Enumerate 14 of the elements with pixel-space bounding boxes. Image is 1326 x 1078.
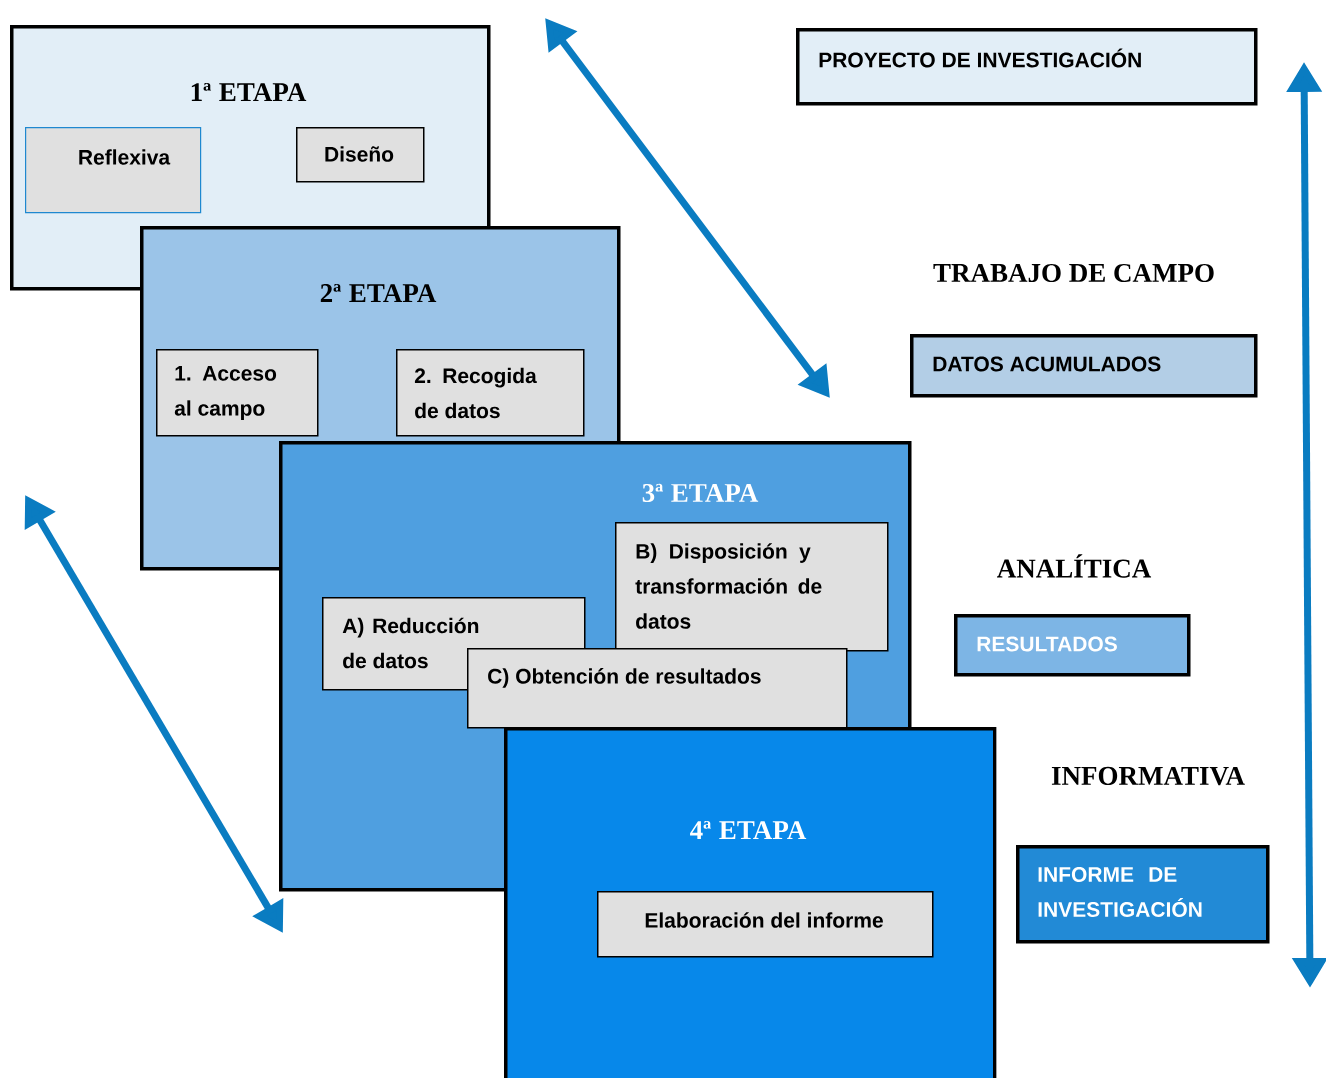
step-box: Diseño [296, 127, 425, 183]
step-box: B) Disposición y transformación de datos [615, 522, 889, 652]
phase-label: TRABAJO DE CAMPO [933, 263, 1214, 283]
step-box: Elaboración del informe [597, 891, 934, 958]
step-box: C) Obtención de resultados [467, 648, 848, 729]
result-box: RESULTADOS [954, 614, 1191, 677]
phase-label: INFORMATIVA [1051, 766, 1245, 786]
result-box: DATOS ACUMULADOS [910, 334, 1258, 398]
step-box: 2. Recogida de datos [396, 349, 585, 437]
step-box: 1. Acceso al campo [156, 349, 319, 437]
result-box: INFORME DE INVESTIGACIÓN [1016, 845, 1270, 944]
phase-label: ANALÍTICA [997, 554, 1152, 578]
step-box: Reflexiva [25, 127, 202, 214]
result-box: PROYECTO DE INVESTIGACIÓN [796, 28, 1258, 106]
